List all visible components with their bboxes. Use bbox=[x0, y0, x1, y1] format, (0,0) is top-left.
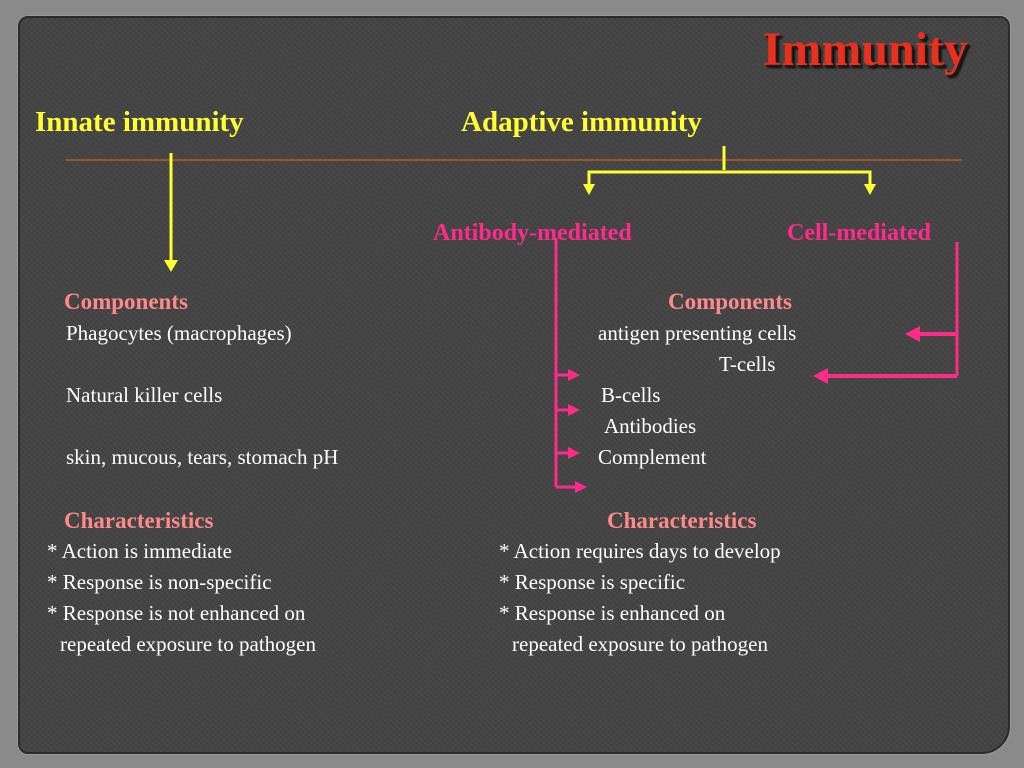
slide-background bbox=[18, 16, 1010, 754]
innate-characteristic-item: * Response is not enhanced on bbox=[47, 601, 306, 625]
adaptive-component-item: Antibodies bbox=[604, 414, 697, 438]
adaptive-characteristic-item: repeated exposure to pathogen bbox=[512, 632, 768, 656]
adaptive-component-item: Complement bbox=[598, 445, 707, 469]
adaptive-characteristic-item: * Response is specific bbox=[499, 570, 686, 594]
adaptive-heading: Adaptive immunity bbox=[461, 106, 702, 138]
innate-characteristic-item: repeated exposure to pathogen bbox=[60, 632, 316, 656]
antibody-mediated-bracket bbox=[554, 238, 587, 493]
adaptive-branch-arrows bbox=[583, 146, 876, 195]
antibody-mediated-label: Antibody-mediated bbox=[433, 220, 632, 246]
adaptive-characteristics-label: Characteristics bbox=[607, 508, 757, 533]
innate-characteristic-item: * Response is non-specific bbox=[47, 570, 272, 594]
adaptive-component-item: T-cells bbox=[719, 352, 776, 376]
innate-component-item: Phagocytes (macrophages) bbox=[66, 321, 292, 345]
adaptive-component-item: antigen presenting cells bbox=[598, 321, 797, 345]
innate-components-label: Components bbox=[64, 289, 188, 314]
innate-component-item: skin, mucous, tears, stomach pH bbox=[66, 445, 339, 469]
adaptive-characteristic-item: * Response is enhanced on bbox=[499, 601, 726, 625]
innate-characteristic-item: * Action is immediate bbox=[47, 539, 232, 563]
slide-title: Immunity bbox=[762, 23, 968, 76]
adaptive-component-item: B-cells bbox=[601, 383, 661, 407]
innate-heading: Innate immunity bbox=[35, 106, 244, 138]
innate-component-item: Natural killer cells bbox=[66, 383, 223, 407]
innate-characteristics-label: Characteristics bbox=[64, 508, 214, 533]
cell-mediated-bracket bbox=[813, 242, 959, 384]
adaptive-components-label: Components bbox=[668, 289, 792, 314]
cell-mediated-label: Cell-mediated bbox=[787, 220, 931, 246]
innate-arrow bbox=[164, 153, 178, 272]
adaptive-characteristic-item: * Action requires days to develop bbox=[499, 539, 781, 563]
